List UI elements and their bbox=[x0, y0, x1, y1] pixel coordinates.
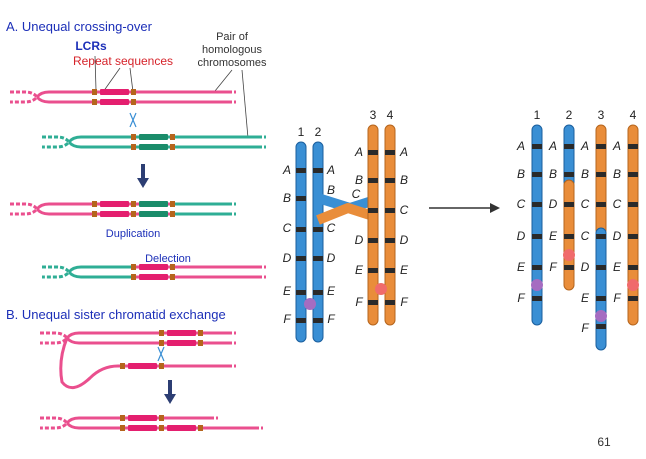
pink-chromosome-a1 bbox=[10, 89, 236, 105]
svg-text:C: C bbox=[352, 187, 361, 201]
chrom-number-2-right: 2 bbox=[566, 108, 573, 122]
svg-text:B: B bbox=[517, 167, 525, 181]
centromere-r3 bbox=[595, 310, 607, 322]
repeat-pointer-line-1 bbox=[102, 67, 121, 93]
teal-chromosome-a1 bbox=[42, 134, 266, 150]
result-arrow bbox=[429, 203, 500, 213]
chrom-number-1-left: 1 bbox=[298, 125, 305, 139]
chrom-number-3-right: 3 bbox=[598, 108, 605, 122]
svg-text:D: D bbox=[327, 251, 336, 265]
svg-text:F: F bbox=[517, 291, 525, 305]
svg-text:B: B bbox=[581, 167, 589, 181]
svg-text:E: E bbox=[355, 263, 364, 277]
svg-text:D: D bbox=[613, 229, 622, 243]
svg-text:C: C bbox=[517, 197, 526, 211]
svg-text:D: D bbox=[549, 197, 558, 211]
pair-pointer-line-2 bbox=[241, 69, 249, 139]
crossover-x-mark-a bbox=[129, 112, 137, 128]
pair-pointer-line-1 bbox=[214, 69, 233, 92]
chromosome-3-left bbox=[367, 124, 379, 326]
svg-text:E: E bbox=[283, 284, 292, 298]
chrom-number-4-right: 4 bbox=[630, 108, 637, 122]
svg-text:A: A bbox=[580, 139, 589, 153]
svg-text:C: C bbox=[400, 203, 409, 217]
page-number: 61 bbox=[597, 435, 611, 449]
svg-text:A: A bbox=[548, 139, 557, 153]
pair-label-line3: chromosomes bbox=[197, 57, 267, 69]
panel-b-title: B. Unequal sister chromatid exchange bbox=[6, 307, 226, 322]
chromosome-4-right bbox=[627, 124, 639, 326]
orange-crossover-arm bbox=[316, 203, 375, 225]
loci-labels-left: A B C D E F A B C D E F A B C D E F A B … bbox=[282, 145, 409, 326]
svg-text:B: B bbox=[613, 167, 621, 181]
svg-text:C: C bbox=[327, 221, 336, 235]
svg-text:B: B bbox=[355, 173, 363, 187]
svg-text:D: D bbox=[283, 251, 292, 265]
svg-text:A: A bbox=[354, 145, 363, 159]
svg-text:A: A bbox=[399, 145, 408, 159]
svg-text:C: C bbox=[581, 229, 590, 243]
svg-text:C: C bbox=[581, 197, 590, 211]
svg-text:B: B bbox=[283, 191, 291, 205]
svg-text:B: B bbox=[549, 167, 557, 181]
svg-text:F: F bbox=[283, 312, 291, 326]
svg-text:C: C bbox=[283, 221, 292, 235]
repeat-sequences-label: Repeat sequences bbox=[73, 54, 173, 68]
svg-text:B: B bbox=[327, 183, 335, 197]
svg-text:D: D bbox=[581, 260, 590, 274]
chrom-number-3-left: 3 bbox=[370, 108, 377, 122]
pair-label-line1: Pair of bbox=[216, 31, 249, 43]
chromosome-1-left bbox=[295, 141, 307, 343]
svg-text:D: D bbox=[517, 229, 526, 243]
svg-text:E: E bbox=[613, 260, 622, 274]
down-arrow-a bbox=[137, 164, 149, 188]
centromere-r2 bbox=[563, 249, 575, 261]
svg-text:D: D bbox=[355, 233, 364, 247]
svg-text:A: A bbox=[326, 163, 335, 177]
sister-chromatids-b-result bbox=[40, 415, 263, 431]
svg-text:F: F bbox=[400, 295, 408, 309]
centromere-left-orange bbox=[375, 283, 387, 295]
crossover-x-mark-b bbox=[157, 346, 165, 362]
centromere-left-blue bbox=[304, 298, 316, 310]
chromosome-4-left bbox=[384, 124, 396, 326]
svg-text:B: B bbox=[400, 173, 408, 187]
svg-text:F: F bbox=[581, 321, 589, 335]
chromosome-1-right bbox=[531, 124, 543, 326]
svg-text:A: A bbox=[282, 163, 291, 177]
deletion-chromosome bbox=[42, 264, 266, 280]
svg-text:F: F bbox=[355, 295, 363, 309]
svg-text:A: A bbox=[516, 139, 525, 153]
duplication-label: Duplication bbox=[106, 228, 160, 240]
svg-text:F: F bbox=[327, 312, 335, 326]
pair-label-line2: homologous bbox=[202, 44, 262, 56]
duplication-chromosome bbox=[10, 201, 236, 217]
svg-text:F: F bbox=[549, 260, 557, 274]
panel-a-title: A. Unequal crossing-over bbox=[6, 19, 153, 34]
svg-text:E: E bbox=[581, 291, 590, 305]
deletion-label: Delection bbox=[145, 253, 191, 265]
centromere-r4 bbox=[627, 279, 639, 291]
chrom-number-1-right: 1 bbox=[534, 108, 541, 122]
svg-text:E: E bbox=[327, 284, 336, 298]
svg-text:F: F bbox=[613, 291, 621, 305]
chromosome-2-left bbox=[312, 141, 324, 343]
chrom-number-4-left: 4 bbox=[387, 108, 394, 122]
svg-text:D: D bbox=[400, 233, 409, 247]
down-arrow-b bbox=[164, 380, 176, 404]
lcr-pointer-line bbox=[94, 55, 97, 91]
centromere-r1 bbox=[531, 279, 543, 291]
sister-chromatids-b bbox=[40, 330, 236, 390]
svg-text:E: E bbox=[517, 260, 526, 274]
svg-text:E: E bbox=[549, 229, 558, 243]
chrom-number-2-left: 2 bbox=[315, 125, 322, 139]
loci-labels-right: A B C D E F A B D E F A B C C D E F A B … bbox=[516, 139, 622, 335]
repeat-pointer-line-2 bbox=[129, 67, 134, 93]
lcrs-label: LCRs bbox=[75, 39, 107, 53]
svg-text:E: E bbox=[400, 263, 409, 277]
svg-text:C: C bbox=[613, 197, 622, 211]
svg-text:A: A bbox=[612, 139, 621, 153]
chromosome-2-right bbox=[563, 124, 575, 291]
